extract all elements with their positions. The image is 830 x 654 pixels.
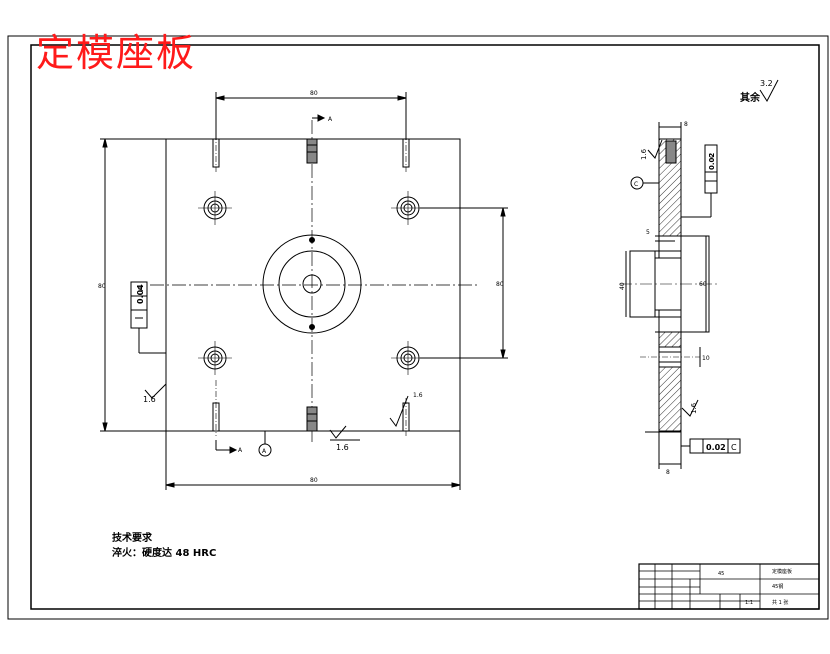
section-mark-bottom: A <box>238 447 243 454</box>
roughness-left: 1.6 <box>143 395 156 404</box>
front-view-labels: 80 80 80 80 A A A 1.6 1.6 1.6 <box>98 90 504 484</box>
roughness-mark-bottom <box>329 425 347 439</box>
general-roughness-value: 3.2 <box>760 79 773 88</box>
dim-overall-width: 80 <box>310 477 318 484</box>
side-bore-dim: 40 <box>619 282 626 290</box>
side-roughness-top <box>647 139 663 159</box>
locating-ring-inner <box>278 250 346 318</box>
notes-line-1: 淬火：硬度达 48 HRC <box>112 548 217 559</box>
locating-ring-outer <box>262 234 362 334</box>
dim-hole-spacing: 80 <box>496 281 504 288</box>
side-dim-step: 5 <box>646 229 650 236</box>
general-roughness-prefix: 其余 <box>740 91 761 104</box>
parallel-value: 0.02 <box>708 153 716 170</box>
outer-border <box>7 35 829 620</box>
notes-heading: 技术要求 <box>112 533 152 544</box>
sprue-hole <box>302 274 322 294</box>
section-mark-top: A <box>328 116 333 123</box>
side-roughness-bottom <box>681 399 699 417</box>
pin-hole-bottom-right <box>402 398 410 436</box>
inner-border <box>30 44 820 610</box>
title-block-name: 定模座板 <box>772 568 792 575</box>
front-view <box>100 92 508 490</box>
roughness-mark-right <box>389 395 409 428</box>
parallel-frame <box>681 144 718 218</box>
title-block-part: 45 <box>718 571 724 577</box>
title-block-scale: 1:1 <box>745 600 753 606</box>
flatness-value: 0.04 <box>136 284 145 304</box>
side-dim-top: 8 <box>684 121 688 128</box>
general-roughness-symbol <box>759 79 779 102</box>
datum-c-label: C <box>634 181 638 188</box>
side-dim-hole: 10 <box>702 355 710 362</box>
pin-hole-top-right <box>402 134 410 172</box>
drawing-title: 定模座板 <box>36 31 197 75</box>
screw-hole-top-right <box>391 191 425 225</box>
roughness-bottom: 1.6 <box>336 443 349 452</box>
roughness-mark-left <box>144 383 167 399</box>
title-block <box>638 563 820 610</box>
dim-overall-height: 80 <box>98 283 106 290</box>
screw-hole-bottom-left <box>198 341 232 375</box>
technical-notes: 技术要求 淬火：硬度达 48 HRC <box>112 531 216 561</box>
side-dim-bottom: 8 <box>666 469 670 476</box>
screw-hole-bottom-right <box>391 341 425 375</box>
perpendicular-frame <box>681 438 741 454</box>
title-block-sheet: 共 1 张 <box>772 599 788 606</box>
screw-hole-top-left <box>198 191 232 225</box>
side-roughness-bottom-value: 1.6 <box>690 402 698 414</box>
perpendicular-datum: C <box>731 443 737 452</box>
title-block-text: 45 定模座板 45钢 1:1 共 1 张 <box>718 568 792 606</box>
dim-top-span: 80 <box>310 90 318 97</box>
threaded-hole-top <box>306 138 318 164</box>
pin-hole-bottom-left <box>212 380 220 436</box>
title-block-material: 45钢 <box>772 583 783 590</box>
threaded-hole-bottom <box>306 406 318 432</box>
side-dim-flange: 60 <box>699 281 707 288</box>
perpendicular-value: 0.02 <box>706 443 726 452</box>
side-view <box>620 79 779 469</box>
parallel-datum: C <box>708 153 716 158</box>
side-roughness-top-value: 1.6 <box>640 148 648 160</box>
side-view-labels: 8 C 60 10 5 8 0.02 C 3.2 其余 <box>634 79 773 476</box>
datum-a-label: A <box>262 448 267 455</box>
flatness-frame <box>130 281 166 354</box>
pin-hole-top-left <box>212 134 220 172</box>
roughness-right: 1.6 <box>413 392 423 399</box>
flatness-datum: A <box>137 286 145 291</box>
